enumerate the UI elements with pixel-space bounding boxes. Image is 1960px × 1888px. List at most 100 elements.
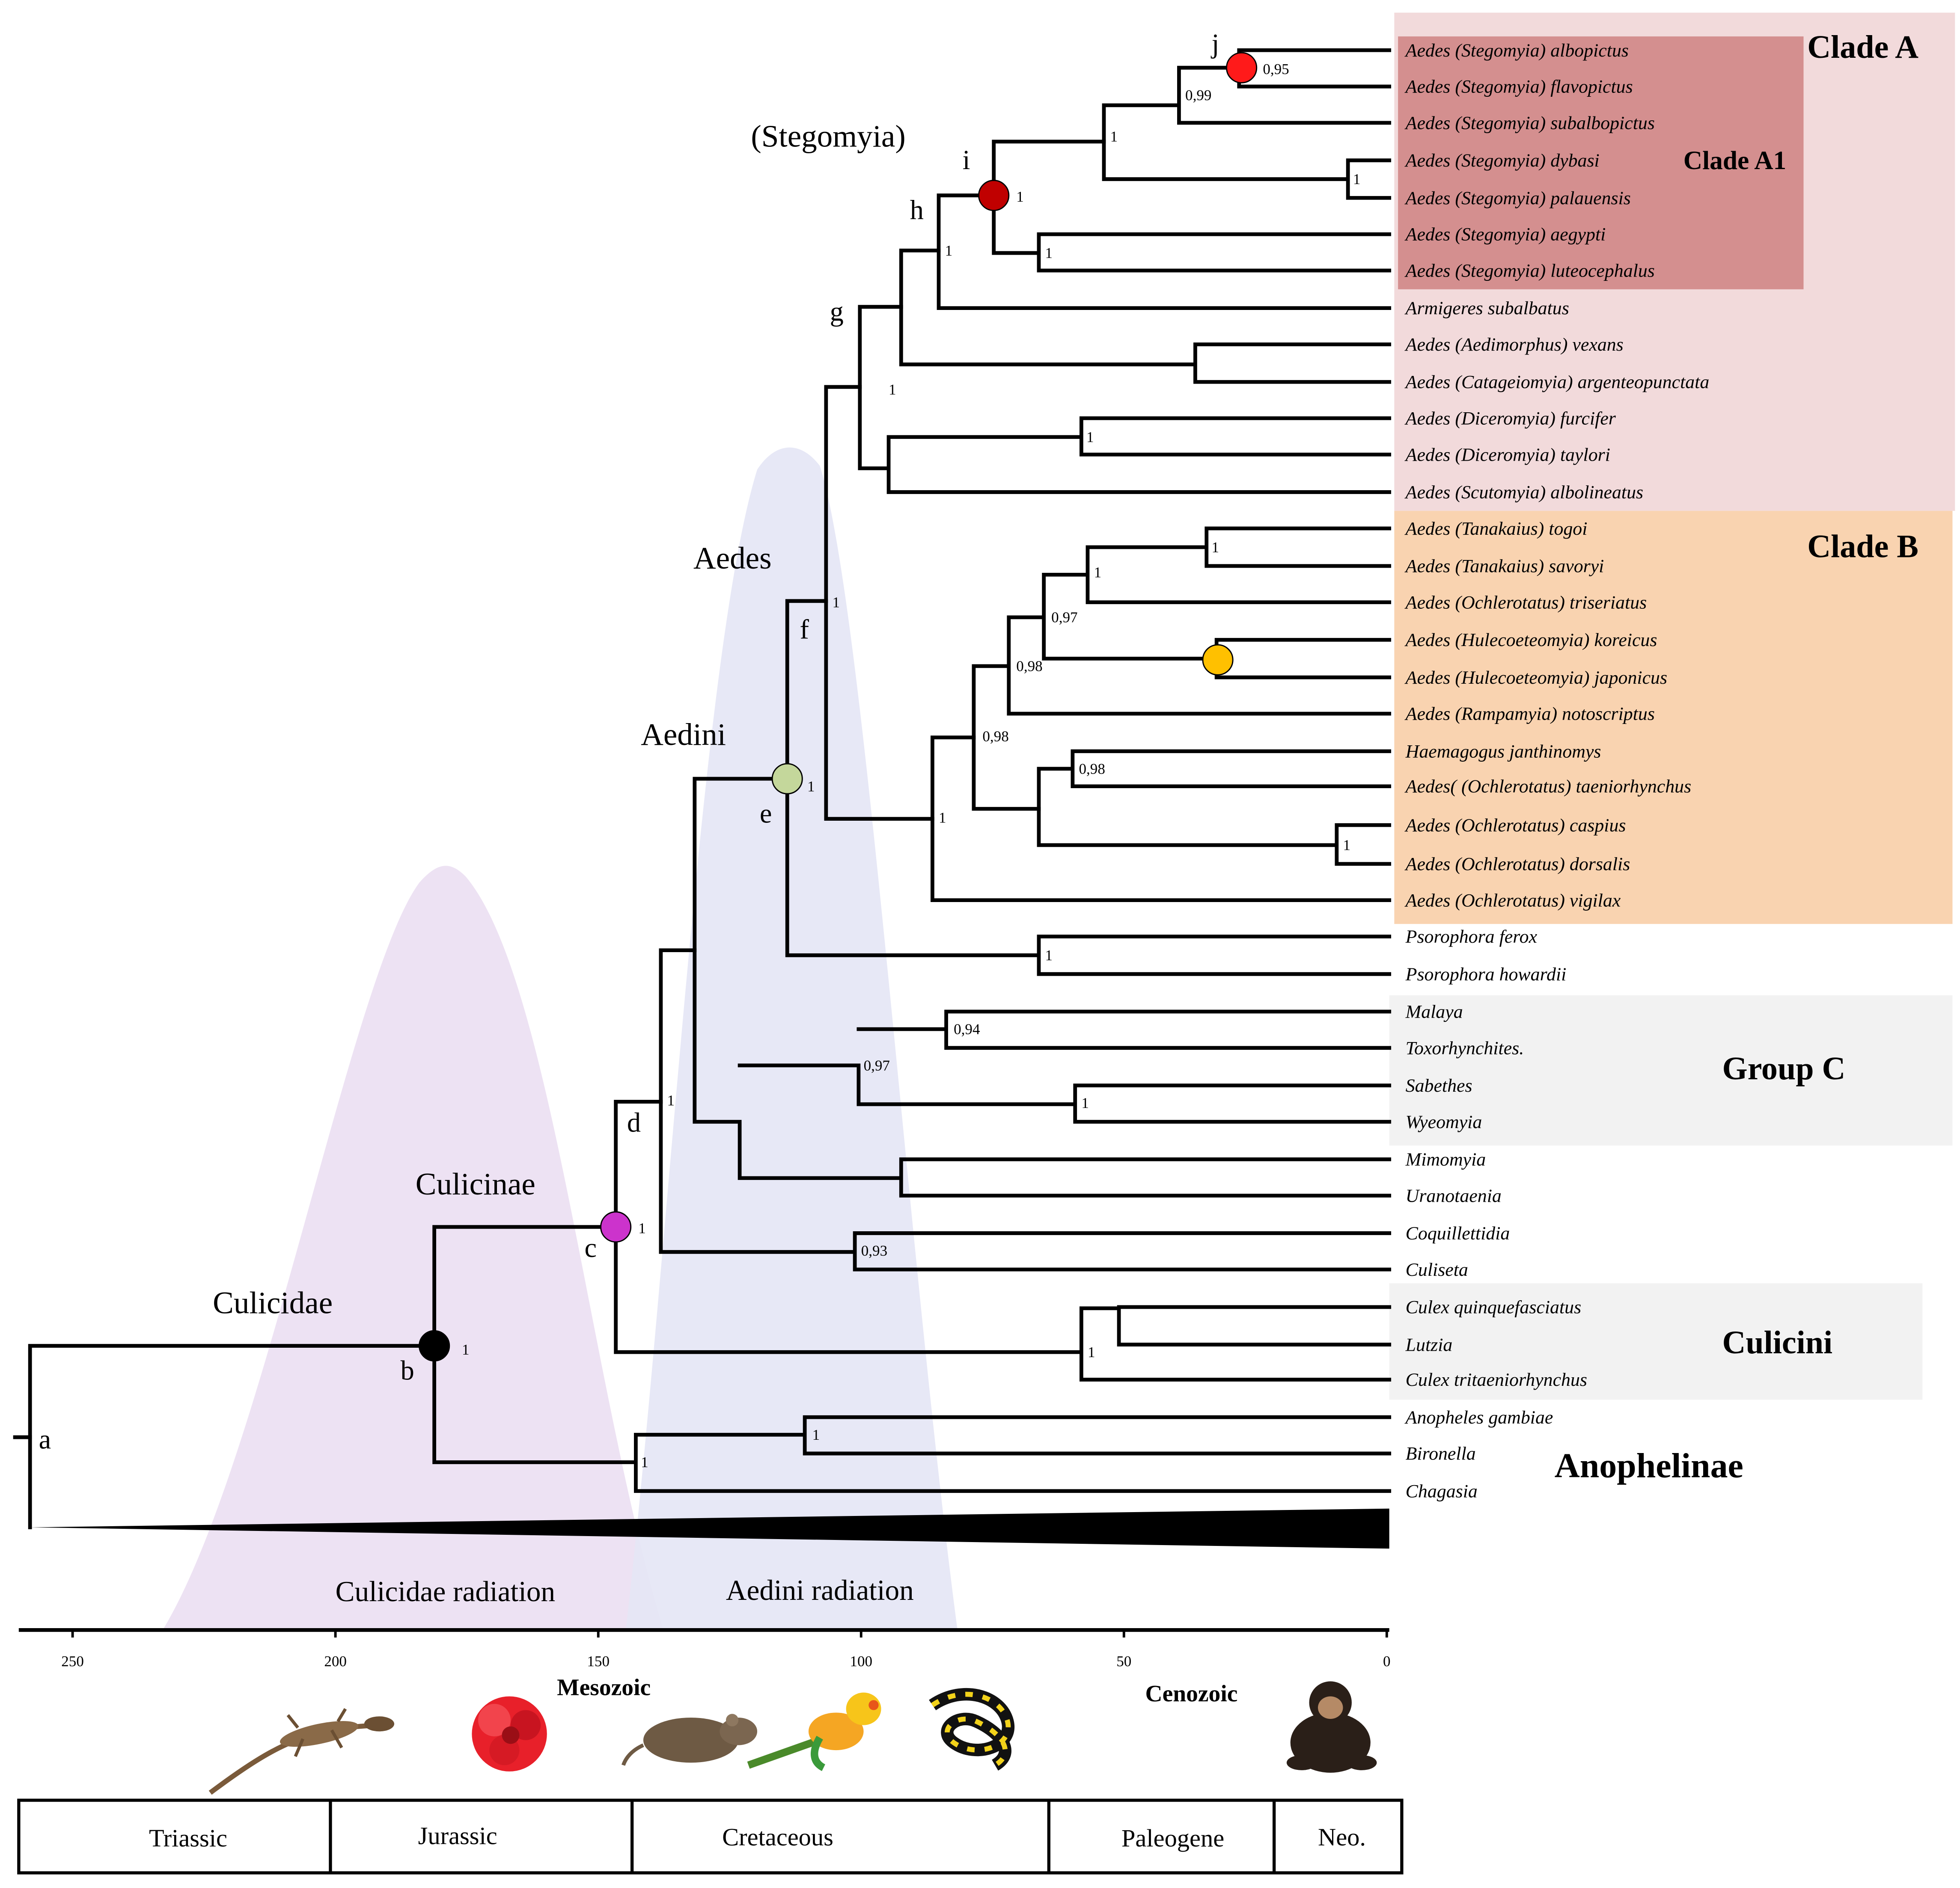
flower-illustration bbox=[472, 1696, 547, 1772]
tree-branch-10 bbox=[693, 777, 1392, 1198]
support-value-steg-inner: 1 bbox=[1110, 128, 1118, 145]
time-axis bbox=[18, 1628, 1389, 1638]
support-value-anophelinae: 1 bbox=[641, 1454, 648, 1471]
snake-illustration bbox=[929, 1688, 1014, 1771]
taxon-label: Culex quinquefasciatus bbox=[1406, 1297, 1582, 1318]
support-value-notoscriptus-group: 0,98 bbox=[1016, 658, 1042, 675]
clade-a1-box bbox=[1398, 36, 1804, 289]
tree-branch-9 bbox=[785, 599, 1392, 976]
support-value-f: 1 bbox=[832, 594, 840, 610]
taxon-label: Aedes (Catageiomyia) argenteopunctata bbox=[1404, 372, 1710, 393]
tree-branch-3 bbox=[899, 248, 1392, 384]
taxon-label: Aedes (Stegomyia) dybasi bbox=[1404, 150, 1600, 171]
taxon-label: Aedes (Diceromyia) furcifer bbox=[1404, 408, 1616, 429]
tree-branch-6 bbox=[1042, 526, 1392, 679]
support-value-aeg-lut: 1 bbox=[1045, 245, 1053, 262]
support-value-c: 1 bbox=[638, 1220, 646, 1236]
parrot-illustration bbox=[747, 1692, 881, 1771]
clade-b-box bbox=[1394, 511, 1953, 924]
support-value-d: 1 bbox=[667, 1092, 675, 1109]
node-letter-c: c bbox=[585, 1233, 597, 1263]
period-jurassic: Jurassic bbox=[418, 1822, 497, 1849]
axis-tick-label: 250 bbox=[61, 1653, 84, 1670]
tree-branch-2 bbox=[937, 140, 1392, 310]
support-value-caspius-dorsalis: 1 bbox=[1343, 837, 1350, 854]
node-letter-a: a bbox=[39, 1424, 51, 1454]
taxon-label: Culiseta bbox=[1406, 1260, 1468, 1280]
taxon-label: Aedes (Scutomyia) albolineatus bbox=[1404, 482, 1643, 503]
node-letter-g: g bbox=[830, 296, 844, 327]
period-neogene: Neo. bbox=[1318, 1823, 1366, 1851]
support-value-clade-b-root: 1 bbox=[939, 809, 946, 826]
taxon-label: Aedes (Stegomyia) subalbopictus bbox=[1404, 113, 1655, 133]
taxon-label: Aedes (Hulecoeteomyia) koreicus bbox=[1404, 630, 1657, 650]
group-c-label: Group C bbox=[1722, 1051, 1845, 1087]
support-value-sabethes-wyeomyia: 1 bbox=[1081, 1095, 1089, 1111]
clade-a-label: Clade A bbox=[1807, 29, 1918, 65]
taxon-label: Malaya bbox=[1405, 1002, 1463, 1022]
taxon-label: Anopheles gambiae bbox=[1404, 1407, 1553, 1428]
tree-branch-4 bbox=[858, 305, 1392, 494]
taxon-label: Psorophora ferox bbox=[1405, 926, 1538, 947]
taxon-label: Aedes (Ochlerotatus) triseriatus bbox=[1404, 592, 1647, 613]
clade-b-label: Clade B bbox=[1807, 528, 1918, 564]
geological-periods bbox=[17, 1799, 1404, 1875]
taxon-label: Uranotaenia bbox=[1406, 1185, 1502, 1206]
period-paleogene: Paleogene bbox=[1121, 1824, 1224, 1852]
support-value-albo-flavo-sub: 0,99 bbox=[1185, 87, 1211, 104]
node-letter-j: j bbox=[1211, 28, 1219, 59]
axis-tick-label: 200 bbox=[324, 1653, 347, 1670]
tree-branch-5 bbox=[824, 385, 934, 821]
chimpanzee-illustration bbox=[1286, 1681, 1377, 1773]
axis-tick-label: 0 bbox=[1383, 1653, 1391, 1670]
axis-tick-label: 100 bbox=[850, 1653, 872, 1670]
support-value-i: 1 bbox=[1016, 188, 1024, 205]
group-c-box bbox=[1389, 995, 1953, 1146]
taxon-label: Mimomyia bbox=[1405, 1149, 1486, 1170]
culicini-label: Culicini bbox=[1722, 1325, 1832, 1361]
taxon-label: Aedes (Stegomyia) palauensis bbox=[1404, 188, 1631, 208]
japonicus-node-marker bbox=[1202, 644, 1234, 676]
taxon-label: Toxorhynchites. bbox=[1406, 1038, 1524, 1058]
support-value-e: 1 bbox=[807, 778, 815, 795]
support-value-h: 1 bbox=[945, 242, 953, 259]
node-letter-f: f bbox=[800, 614, 809, 645]
taxon-label: Aedes (Tanakaius) togoi bbox=[1404, 518, 1588, 539]
culicinae-label: Culicinae bbox=[416, 1167, 535, 1201]
support-value-malaya-toxo: 0,94 bbox=[954, 1021, 980, 1038]
node-c-marker bbox=[600, 1211, 632, 1243]
tree-branch-14 bbox=[432, 1225, 1392, 1493]
support-value-tanakaius: 1 bbox=[1211, 539, 1219, 556]
support-value-anoph-inner: 1 bbox=[812, 1426, 820, 1443]
taxon-label: Aedes (Stegomyia) luteocephalus bbox=[1404, 261, 1655, 281]
support-value-tan-tri: 1 bbox=[1094, 564, 1102, 581]
rodent-illustration bbox=[621, 1714, 758, 1766]
taxon-label: Aedes (Hulecoeteomyia) japonicus bbox=[1404, 667, 1667, 688]
support-value-haemagogus: 0,98 bbox=[1079, 760, 1105, 777]
taxon-label: Wyeomyia bbox=[1406, 1112, 1482, 1132]
node-letter-d: d bbox=[627, 1108, 641, 1138]
support-value-culicini: 1 bbox=[1088, 1344, 1095, 1361]
support-value-diceromyia: 1 bbox=[1086, 429, 1094, 445]
taxon-label: Chagasia bbox=[1406, 1481, 1478, 1501]
support-value-b: 1 bbox=[462, 1341, 470, 1358]
node-b-marker bbox=[419, 1330, 450, 1362]
culicidae-radiation-label: Culicidae radiation bbox=[336, 1575, 556, 1608]
clade-a1-label: Clade A1 bbox=[1683, 146, 1786, 175]
support-value-dybasi-pal: 1 bbox=[1353, 171, 1361, 188]
mesozoic-label: Mesozoic bbox=[557, 1674, 651, 1700]
taxon-label: Aedes (Diceromyia) taylori bbox=[1404, 444, 1610, 465]
aedini-label: Aedini bbox=[641, 717, 726, 752]
support-value-hae-och: 0,98 bbox=[982, 728, 1008, 744]
taxon-label: Bironella bbox=[1406, 1444, 1476, 1464]
node-i-marker bbox=[978, 179, 1010, 211]
axis-tick-label: 150 bbox=[587, 1653, 610, 1670]
node-letter-e: e bbox=[760, 798, 772, 828]
support-value-coq-culiseta: 0,93 bbox=[861, 1242, 887, 1259]
period-cretaceous: Cretaceous bbox=[722, 1823, 833, 1851]
tree-branch-11 bbox=[738, 1010, 1392, 1124]
